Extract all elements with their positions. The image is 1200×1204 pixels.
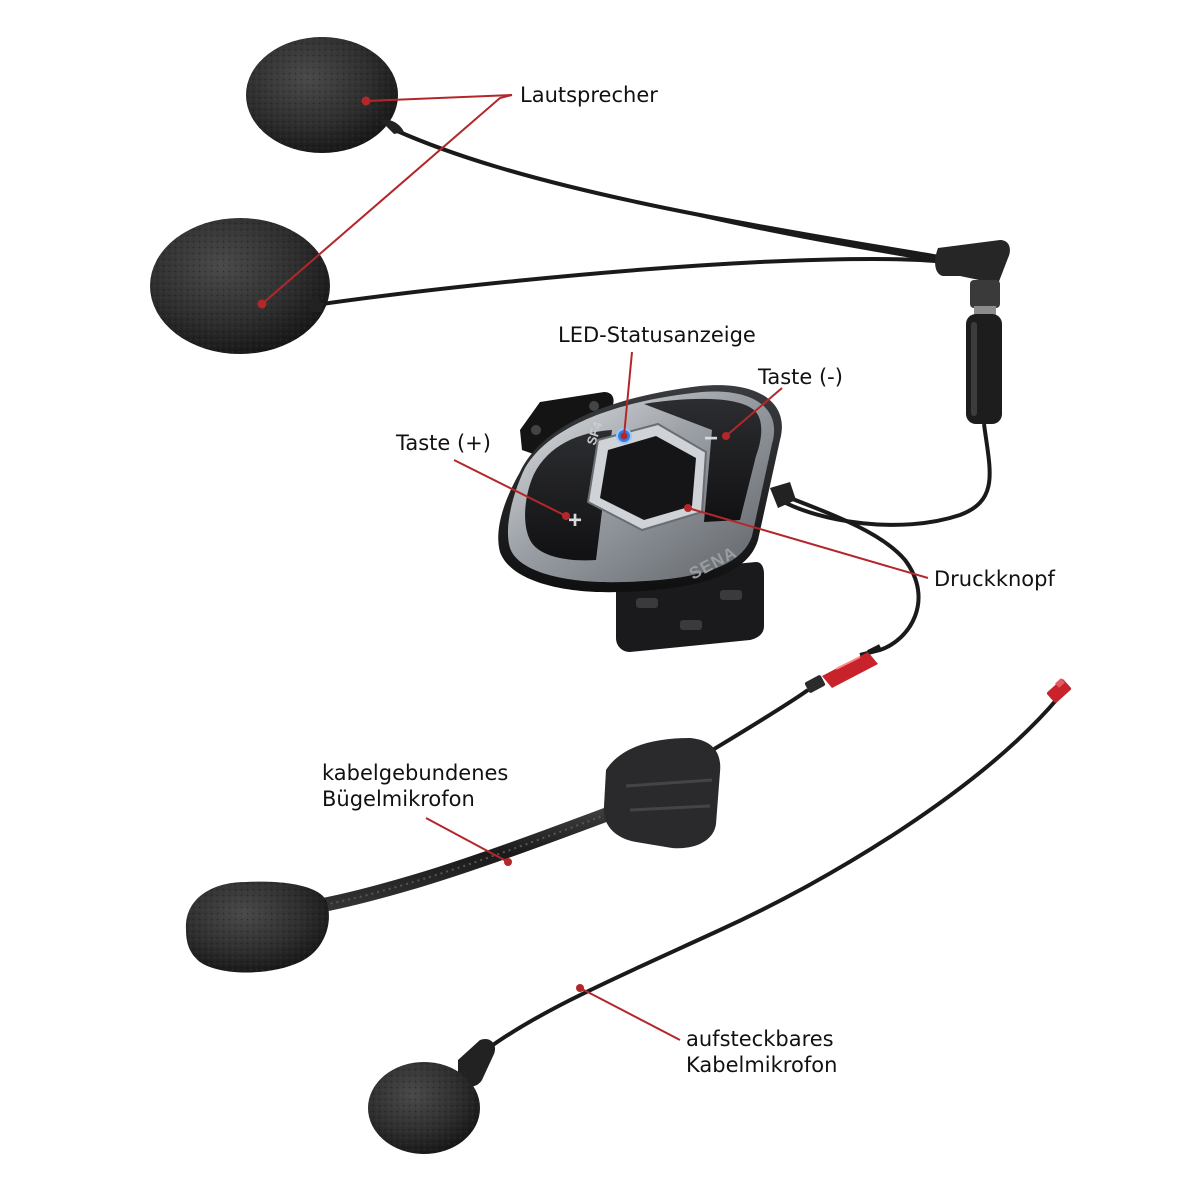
leader-speakers-lower [261,94,513,305]
label-boom-mic-line2: Bügelmikrofon [322,787,475,811]
speaker-cables [313,128,947,307]
boom-microphone [185,738,721,973]
minus-symbol: − [704,425,718,452]
leader-lines [261,94,929,1041]
audio-jack-plug [779,240,1010,527]
leader-wired [579,987,681,1041]
leader-dot-plus [562,512,570,520]
leader-speakers-upper [365,94,513,102]
label-boom-mic-line1: kabelgebundenes [322,761,509,785]
wired-mic-plug [1046,679,1072,703]
device-mic-cable [779,492,921,657]
intercom-device [498,385,921,657]
label-jog-dial: Druckknopf [934,567,1055,591]
leader-dot-minus [722,432,730,440]
label-led-status: LED-Statusanzeige [558,323,756,347]
label-minus-button: Taste (-) [758,365,843,389]
device-model-text: SF4 [584,419,606,447]
leader-dot-boom [504,858,512,866]
speaker-lower [150,218,330,354]
wired-microphone [368,678,1072,1154]
label-plus-button: Taste (+) [396,431,491,455]
leader-dots [257,96,730,992]
leader-dot-wired [576,984,584,992]
label-wired-mic-line2: Kabelmikrofon [686,1053,838,1077]
leader-plus [453,459,567,517]
leader-boom [425,817,509,863]
wired-mic-cable [484,696,1060,1052]
wired-mic-clip [458,1038,496,1087]
label-wired-mic: aufsteckbares Kabelmikrofon [686,1026,837,1078]
plus-button[interactable] [525,430,612,561]
leader-dot-led [620,432,628,440]
leader-dot-speaker-lower [257,299,267,309]
leader-jog [687,507,929,579]
leader-led [623,351,633,437]
mic-connector [804,644,881,693]
leader-dot-jog [684,504,692,512]
leader-minus [725,387,783,437]
speaker-upper [246,37,404,153]
label-wired-mic-line1: aufsteckbares [686,1027,834,1051]
speaker-cable-upper [393,128,947,260]
jog-dial-button[interactable] [600,436,696,520]
boom-mic-clip [603,738,721,849]
speaker-cable-twin [698,213,947,264]
plus-symbol: + [568,507,582,534]
boom-arm [311,795,647,913]
leader-dot-speaker-upper [361,96,371,106]
speaker-cable-lower [313,257,947,307]
label-speakers: Lautsprecher [520,83,658,107]
label-boom-mic: kabelgebundenes Bügelmikrofon [322,760,508,812]
